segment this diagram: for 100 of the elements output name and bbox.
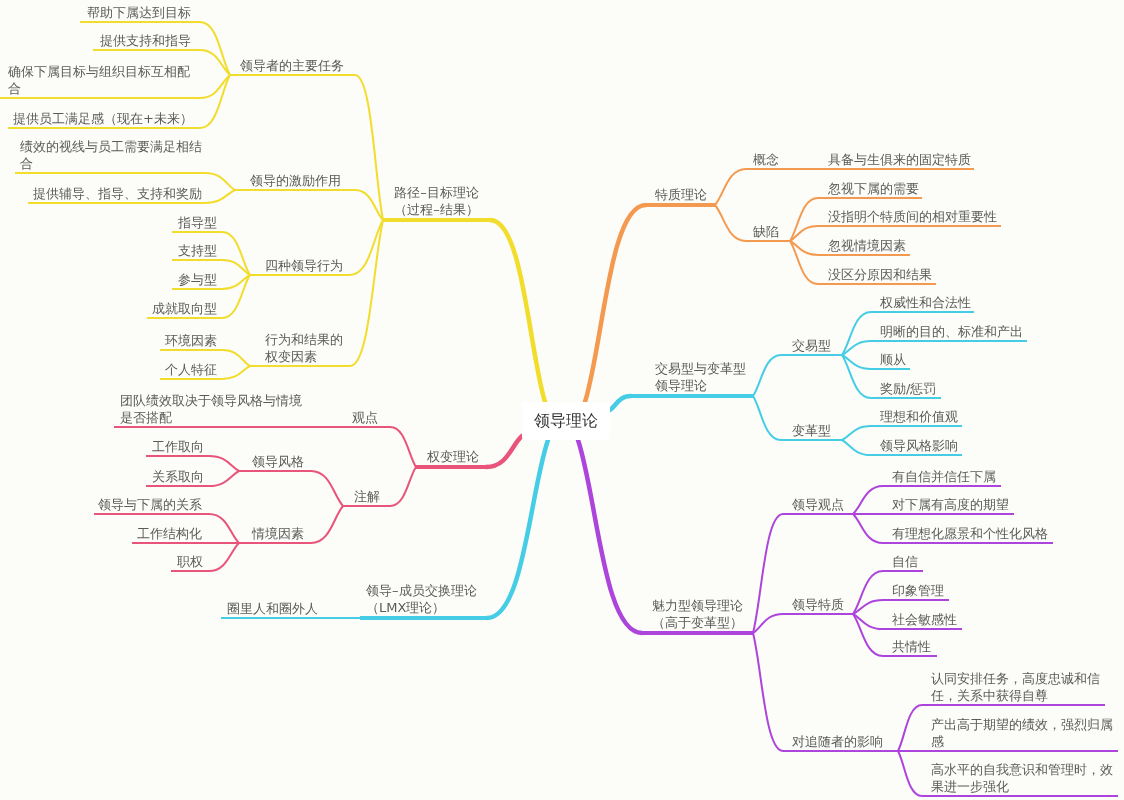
subtopic: 提供支持和指导 xyxy=(93,32,200,51)
branch-line xyxy=(329,617,361,619)
branch-line xyxy=(852,613,884,657)
branch-line xyxy=(199,74,231,99)
subtopic: 对下属有高度的期望 xyxy=(883,496,1014,515)
branch-line xyxy=(789,225,819,242)
subtopic: 认同安排任务，高度忠诚和信任，关系中获得自尊 xyxy=(922,670,1105,706)
branch-line xyxy=(221,349,251,367)
subtopic: 概念 xyxy=(746,151,790,170)
branch-line xyxy=(841,425,872,441)
subtopic: 绩效的视线与员工需要满足相结合 xyxy=(15,138,205,174)
subtopic: 确保下属目标与组织目标互相配合 xyxy=(0,63,200,99)
branch-line xyxy=(310,470,344,507)
branch-line xyxy=(354,74,384,221)
main-topic: 领导–成员交换理论（LMX理论） xyxy=(360,582,487,620)
branch-line xyxy=(841,354,872,399)
branch-line xyxy=(789,168,824,170)
main-topic: 路径–目标理论（过程–结果） xyxy=(383,184,490,222)
branch-line xyxy=(221,274,251,319)
branch-line xyxy=(582,202,649,405)
branch-line xyxy=(354,189,384,221)
subtopic: 产出高于期望的绩效，强烈归属感 xyxy=(922,716,1118,752)
subtopic: 印象管理 xyxy=(883,582,949,601)
branch-line xyxy=(310,505,344,544)
branch-line xyxy=(714,204,747,242)
subtopic: 高水平的自我意识和管理时，效果进一步强化 xyxy=(922,761,1118,797)
main-topic: 权变理论 xyxy=(416,448,486,469)
subtopic: 社会敏感性 xyxy=(883,611,962,630)
subtopic: 领导特质 xyxy=(783,596,853,615)
branch-line xyxy=(221,231,251,276)
subtopic: 具备与生俱来的固定特质 xyxy=(823,151,974,170)
subtopic: 理想和价值观 xyxy=(871,408,962,427)
subtopic: 关系取向 xyxy=(146,468,209,487)
branch-line xyxy=(752,613,784,634)
subtopic: 有理想化愿景和个性化风格 xyxy=(883,525,1053,544)
subtopic: 观点 xyxy=(345,409,390,428)
branch-line xyxy=(221,259,251,276)
subtopic: 提供辅导、指导、支持和奖励 xyxy=(28,185,205,204)
subtopic: 指导型 xyxy=(172,214,222,233)
branch-line xyxy=(204,189,236,204)
subtopic: 职权 xyxy=(171,553,209,572)
branch-line xyxy=(852,570,884,615)
branch-line xyxy=(349,219,384,276)
branch-line xyxy=(841,311,872,356)
main-topic: 特质理论 xyxy=(646,186,715,207)
branch-line xyxy=(841,340,872,356)
branch-line xyxy=(575,437,645,636)
subtopic: 团队绩效取决于领导风格与情境是否搭配 xyxy=(114,392,306,428)
branch-line xyxy=(221,274,251,290)
subtopic: 提供员工满足感（现在+未来） xyxy=(8,110,200,129)
subtopic: 成就取向型 xyxy=(147,300,222,319)
branch-line xyxy=(852,485,884,515)
subtopic: 环境因素 xyxy=(160,332,222,351)
branch-line xyxy=(487,217,548,405)
branch-line xyxy=(852,599,884,615)
branch-line xyxy=(752,513,784,634)
branch-line xyxy=(852,613,884,630)
subtopic: 个人特征 xyxy=(160,361,222,380)
subtopic: 有自信并信任下属 xyxy=(883,468,1001,487)
subtopic: 明晰的目的、标准和产出 xyxy=(871,323,1027,342)
subtopic: 交易型 xyxy=(781,337,842,356)
branch-line xyxy=(897,750,923,797)
branch-line xyxy=(349,219,384,367)
branch-line xyxy=(841,439,872,456)
branch-line xyxy=(199,21,231,76)
branch-line xyxy=(789,240,819,256)
subtopic: 顺从 xyxy=(871,351,910,370)
subtopic: 领导的激励作用 xyxy=(235,172,355,191)
subtopic: 四种领导行为 xyxy=(250,257,350,276)
branch-line xyxy=(208,470,240,487)
subtopic: 注解 xyxy=(343,488,390,507)
branch-line xyxy=(208,513,240,544)
branch-line xyxy=(483,433,525,470)
main-topic: 魅力型领导理论（高于变革型） xyxy=(642,597,753,635)
subtopic: 行为和结果的权变因素 xyxy=(250,331,350,367)
subtopic: 领导观点 xyxy=(783,496,853,515)
branch-line xyxy=(389,466,417,507)
subtopic: 忽视情境因素 xyxy=(818,237,910,256)
branch-line xyxy=(204,172,236,191)
subtopic: 领导风格影响 xyxy=(871,437,962,456)
branch-line xyxy=(208,542,240,572)
branch-line xyxy=(208,455,240,472)
subtopic: 情境因素 xyxy=(239,525,311,544)
branch-line xyxy=(789,240,819,285)
subtopic: 权威性和合法性 xyxy=(871,294,974,313)
subtopic: 参与型 xyxy=(172,271,222,290)
branch-line xyxy=(305,426,346,428)
subtopic: 共情性 xyxy=(883,638,937,657)
subtopic: 奖励/惩罚 xyxy=(871,380,941,399)
branch-line xyxy=(897,750,923,752)
subtopic: 自信 xyxy=(883,553,923,572)
branch-line xyxy=(208,542,240,544)
subtopic: 支持型 xyxy=(172,242,222,261)
branch-line xyxy=(852,513,884,515)
subtopic: 领导与下属的关系 xyxy=(94,496,209,515)
branch-line xyxy=(897,704,923,752)
subtopic: 工作取向 xyxy=(146,438,209,457)
subtopic: 帮助下属达到目标 xyxy=(80,4,200,23)
branch-line xyxy=(752,354,782,397)
subtopic: 没区分原因和结果 xyxy=(818,266,936,285)
